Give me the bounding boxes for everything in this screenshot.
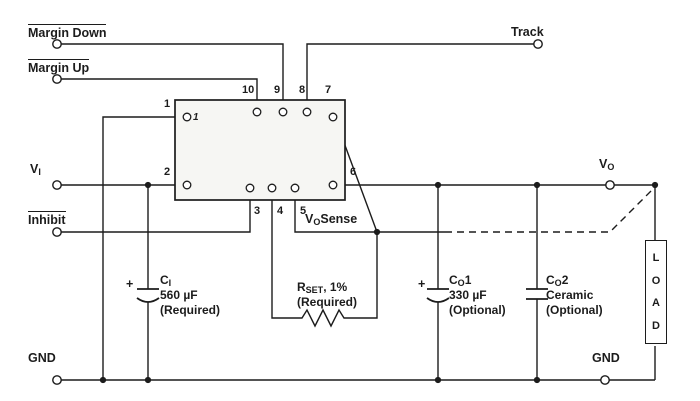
co2-ref-label: CO2 — [546, 273, 569, 288]
wire-pin1-gnd — [102, 116, 175, 380]
pin-10-circle — [252, 107, 262, 117]
junction-dot — [144, 376, 152, 384]
io-terminals — [52, 39, 615, 385]
rset-note-label: (Required) — [297, 295, 357, 309]
gnd-left-label: GND — [28, 351, 56, 365]
capacitor-co2-symbol — [526, 288, 548, 300]
terminal-gnd-left — [52, 375, 62, 385]
junction-dot — [99, 376, 107, 384]
ci-ref-label: CI — [160, 273, 172, 288]
terminal-margin-up — [52, 74, 62, 84]
resistor-rset-symbol — [271, 200, 378, 328]
terminal-inhibit — [52, 227, 62, 237]
junction-dot — [373, 228, 381, 236]
junction-dot — [144, 181, 152, 189]
vo-sense-label: VOSense — [305, 212, 358, 227]
pin-2-label: 2 — [164, 166, 171, 178]
ci-value-label: 560 µF — [160, 288, 198, 302]
wire-margin-down — [57, 43, 284, 100]
ci-plus-sign: + — [126, 277, 134, 291]
terminal-vout — [605, 180, 615, 190]
pin-8-label: 8 — [299, 84, 306, 96]
load-letter: A — [652, 297, 660, 310]
load-box: L O A D — [645, 240, 667, 344]
capacitor-plates — [136, 288, 548, 303]
terminal-gnd-right — [600, 375, 610, 385]
junction-dots — [99, 181, 659, 384]
ci-note-label: (Required) — [160, 303, 220, 317]
load-letter: D — [652, 320, 660, 333]
inhibit-label: Inhibit — [28, 211, 66, 227]
terminal-track — [533, 39, 543, 49]
margin-up-label: Margin Up — [28, 59, 90, 75]
pin-2-circle — [182, 180, 192, 190]
pin-7-circle — [328, 112, 338, 122]
junction-dot — [434, 181, 442, 189]
pin-9-circle — [278, 107, 288, 117]
wire-vo-sense-solid — [294, 200, 445, 233]
co2-value-label: Ceramic — [546, 288, 594, 302]
terminal-margin-down — [52, 39, 62, 49]
pin-4-label: 4 — [277, 205, 284, 217]
co1-note-label: (Optional) — [449, 303, 506, 317]
pin-5-label: 5 — [300, 205, 307, 217]
vin-label: VI — [30, 162, 41, 177]
pin-4-circle — [267, 183, 277, 193]
ic-body — [174, 99, 346, 201]
capacitor-co1-symbol — [426, 288, 450, 303]
pin-1-label: 1 — [164, 98, 171, 110]
gnd-right-label: GND — [592, 351, 620, 365]
pin-1-circle — [182, 112, 192, 122]
co1-ref-label: CO1 — [449, 273, 472, 288]
track-label: Track — [511, 25, 544, 39]
junction-dot — [533, 181, 541, 189]
junction-dot — [434, 376, 442, 384]
margin-down-label: Margin Down — [28, 24, 107, 40]
pin-10-label: 10 — [242, 84, 255, 96]
pin-3-circle — [245, 183, 255, 193]
capacitor-ci-symbol — [136, 288, 160, 303]
junction-dot — [651, 181, 659, 189]
pin-9-label: 9 — [274, 84, 281, 96]
junction-dot — [533, 376, 541, 384]
wire-track — [306, 43, 538, 100]
terminal-vin — [52, 180, 62, 190]
co2-note-label: (Optional) — [546, 303, 603, 317]
rset-ref-label: RSET, 1% — [297, 280, 348, 295]
load-letter: L — [652, 251, 660, 264]
wire-vo-sense-dashed — [445, 188, 654, 233]
wires — [57, 43, 656, 381]
pin-3-label: 3 — [254, 205, 261, 217]
pin-5-circle — [290, 183, 300, 193]
pin1-indicator: 1 — [193, 112, 199, 123]
load-letter: O — [651, 274, 661, 287]
pin-7-label: 7 — [325, 84, 332, 96]
co1-plus-sign: + — [418, 277, 426, 291]
pin-8-circle — [302, 107, 312, 117]
wire-inhibit — [57, 200, 251, 233]
wire-margin-up — [57, 78, 258, 100]
pin-6-circle — [328, 180, 338, 190]
co1-value-label: 330 µF — [449, 288, 487, 302]
vout-label: VO — [599, 157, 615, 172]
ic-pin-circles — [182, 107, 338, 193]
pin-6-label: 6 — [350, 166, 357, 178]
